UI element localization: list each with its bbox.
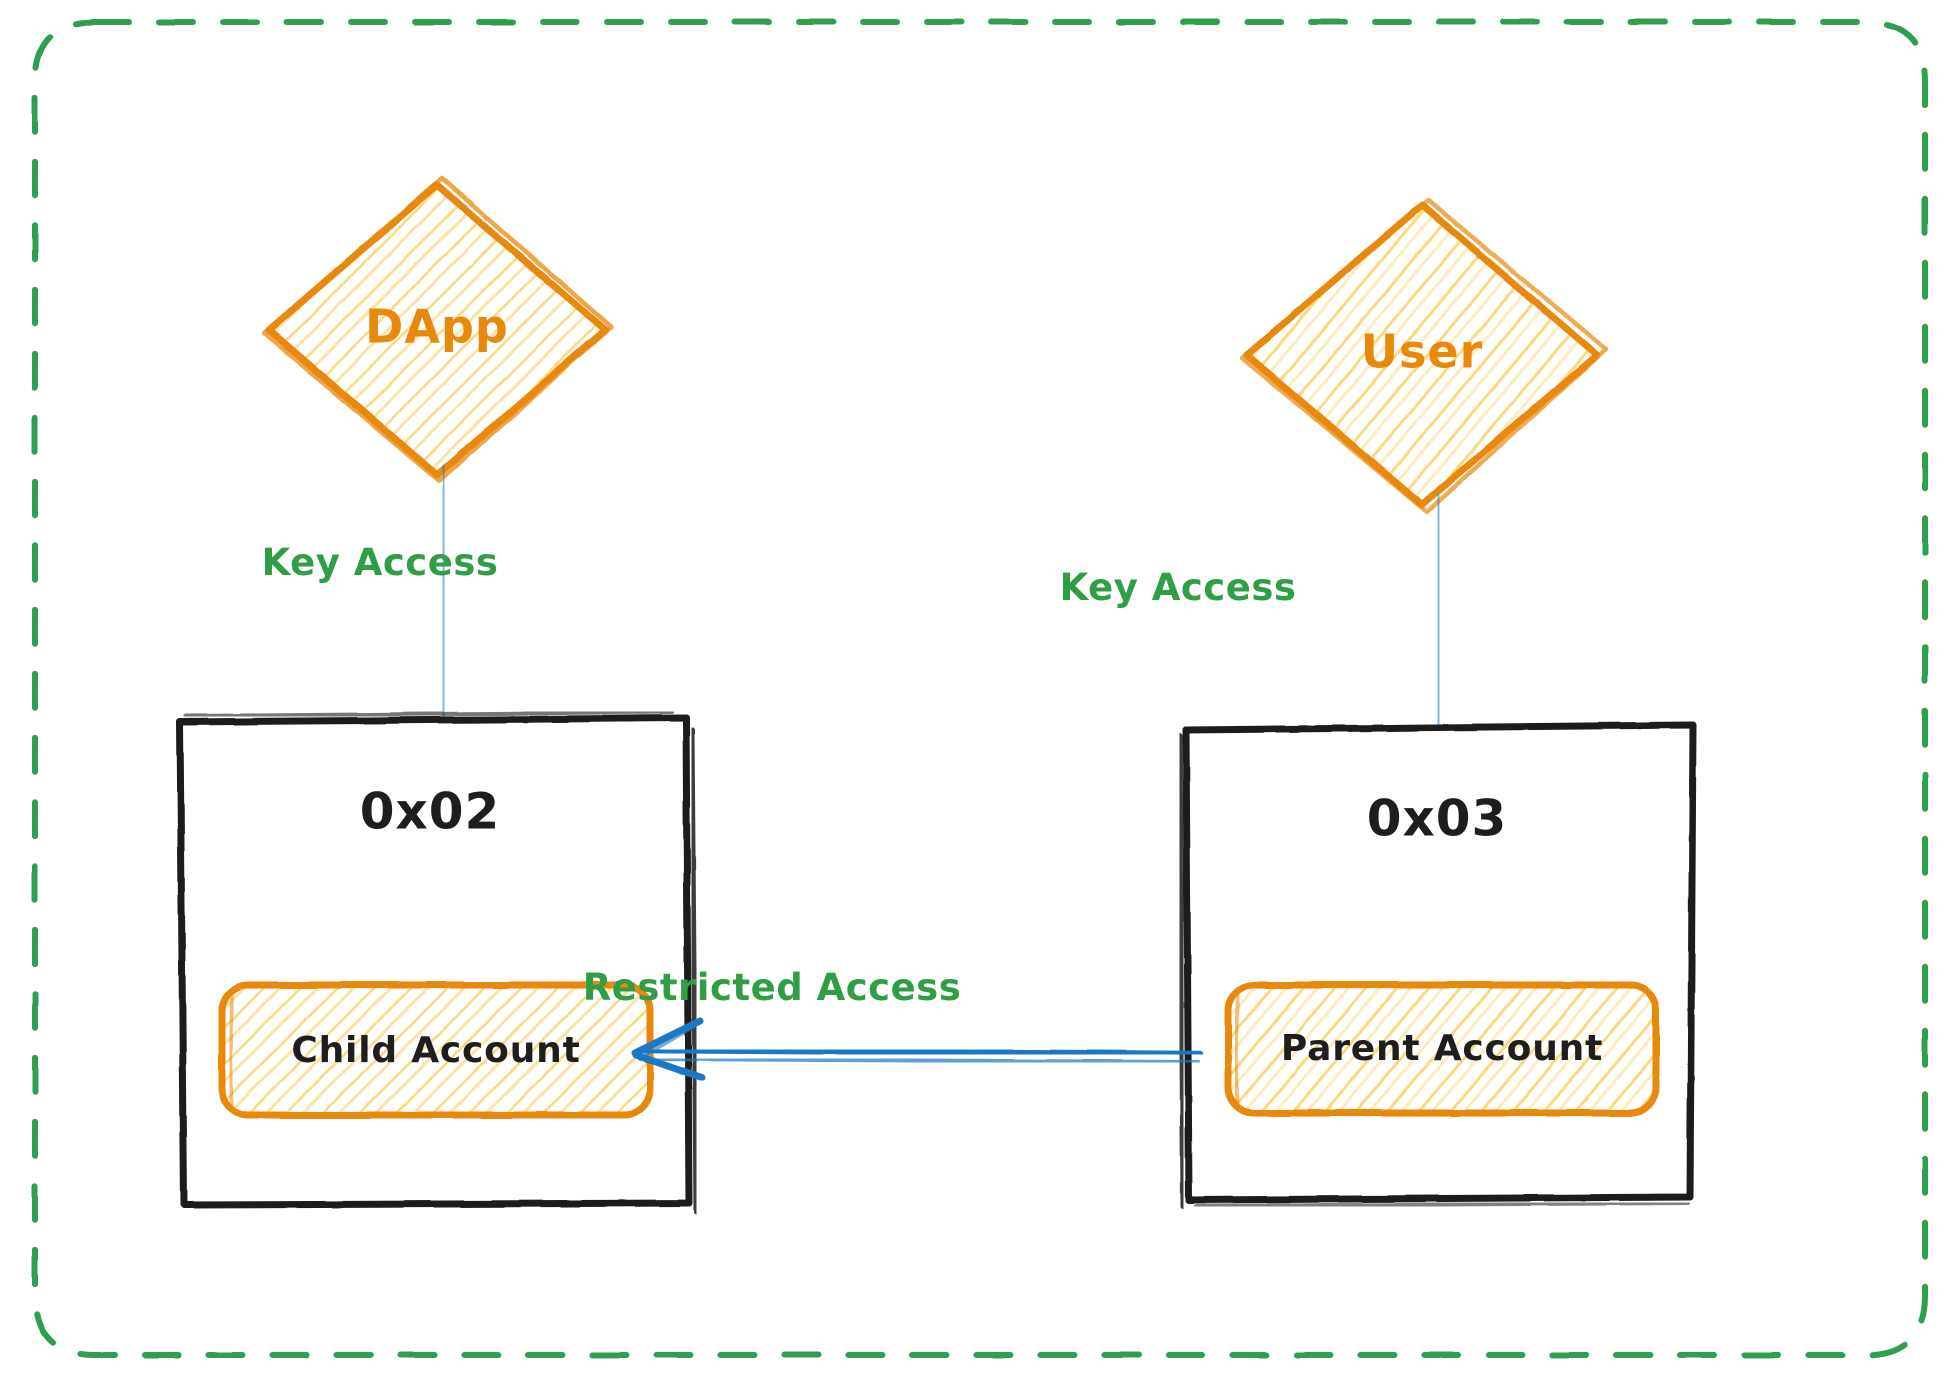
dapp-label: DApp [365, 300, 509, 354]
edge-label-key-access-dapp: Key Access [262, 541, 499, 584]
account-label-0x02: 0x02 [360, 783, 501, 841]
account-box-0x03[interactable] [1177, 721, 1697, 1209]
edge-restricted-access[interactable] [631, 1017, 1204, 1082]
diagram-boundary [32, 19, 1928, 1358]
user-label: User [1361, 325, 1484, 379]
parent-account-label: Parent Account [1281, 1028, 1603, 1069]
edge-user-to-parent[interactable] [1428, 493, 1441, 756]
user-node[interactable] [1239, 197, 1609, 515]
account-box-0x02[interactable] [176, 710, 699, 1215]
edge-label-restricted-access: Restricted Access [583, 966, 961, 1009]
parent-account-node[interactable] [1224, 981, 1660, 1117]
edge-label-key-access-user: Key Access [1060, 566, 1297, 609]
account-label-0x03: 0x03 [1367, 790, 1508, 848]
child-account-label: Child Account [291, 1030, 580, 1071]
edge-dapp-to-child[interactable] [433, 464, 446, 746]
